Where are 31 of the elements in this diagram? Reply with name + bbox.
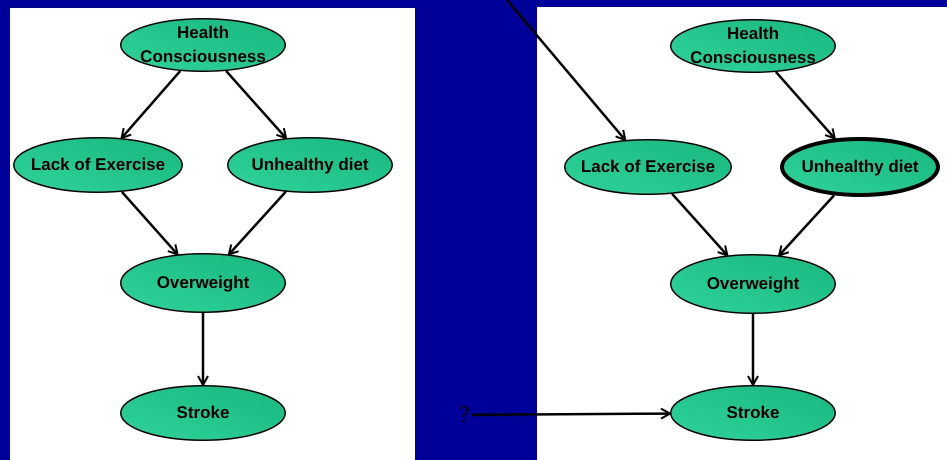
ellipse-node <box>670 385 836 441</box>
node-label: Lack of Exercise <box>30 154 166 176</box>
arrow <box>120 191 179 256</box>
node-label: Unhealthy diet <box>801 156 919 178</box>
ellipse-node <box>227 137 393 193</box>
arrow <box>228 190 287 256</box>
arrow <box>120 70 182 140</box>
arrow <box>472 408 672 420</box>
arrow <box>778 194 835 257</box>
node-label: Stroke <box>726 402 780 424</box>
arrow <box>671 193 728 256</box>
ellipse-node <box>670 254 836 314</box>
ellipse-node <box>13 137 183 193</box>
arrow <box>225 70 288 140</box>
ellipse-node <box>564 139 732 195</box>
ellipse-node <box>120 385 286 441</box>
ellipse-node <box>780 137 940 197</box>
arrow <box>747 314 759 386</box>
node-label: Health Consciousness <box>689 23 817 69</box>
ellipse-node <box>670 19 836 73</box>
node-label: Stroke <box>176 402 230 424</box>
node-label: Health Consciousness <box>139 22 267 68</box>
arrow <box>506 0 626 142</box>
node-label: Unhealthy diet <box>251 154 369 176</box>
arrow <box>775 71 836 140</box>
node-label: Overweight <box>156 272 250 294</box>
ellipse-node <box>120 18 286 72</box>
ellipse-node <box>120 253 286 313</box>
arrow <box>197 313 209 386</box>
node-label: Lack of Exercise <box>580 156 716 178</box>
node-label: Overweight <box>706 273 800 295</box>
